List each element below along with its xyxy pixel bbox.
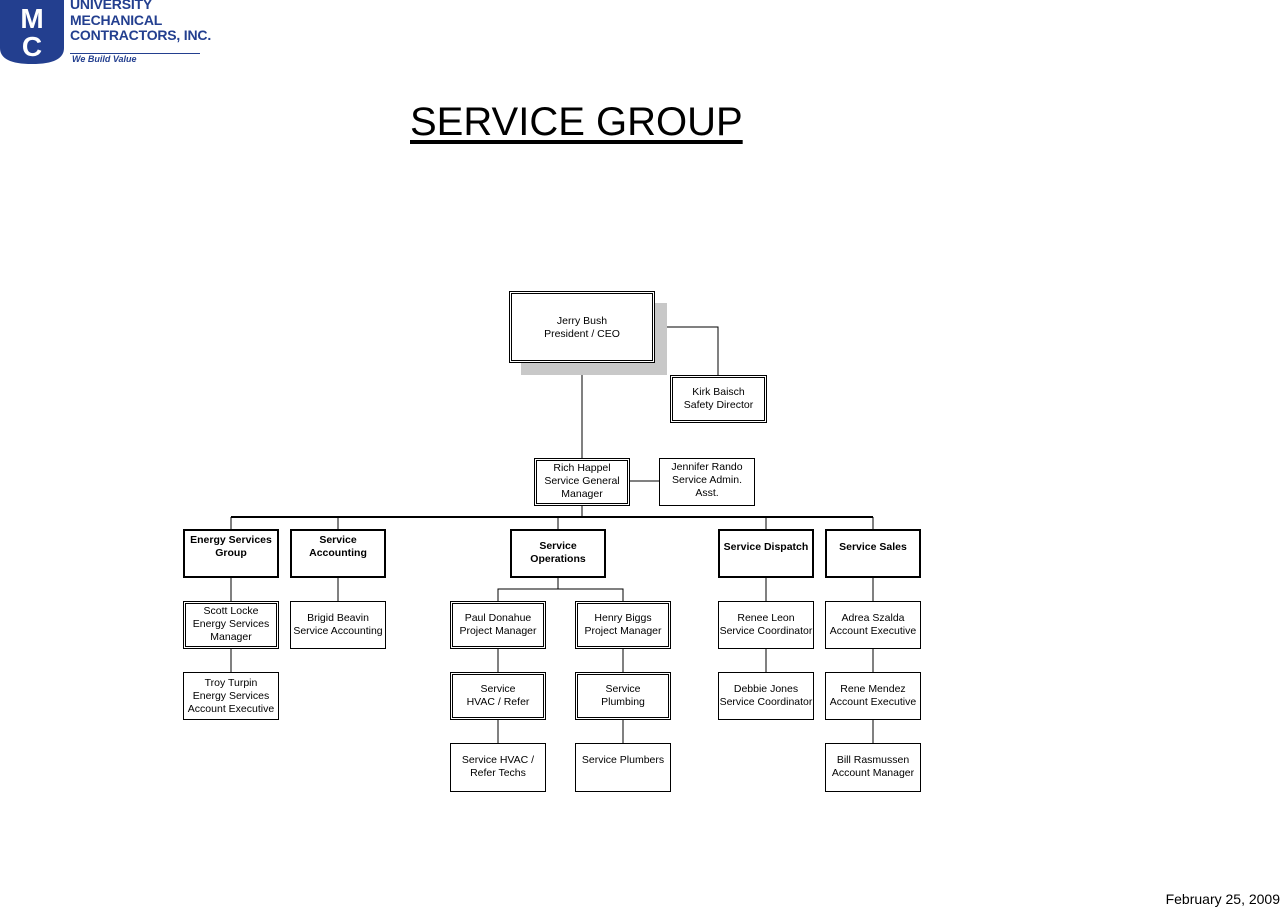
service-operations-label: Service Operations xyxy=(530,540,586,565)
hvac-techs-label: Service HVAC / Refer Techs xyxy=(461,754,535,779)
service-plumbing-label: Service Plumbing xyxy=(601,683,645,708)
company-tagline: We Build Value xyxy=(72,54,137,64)
safety-director-label: Kirk Baisch Safety Director xyxy=(683,386,754,411)
page-title: SERVICE GROUP xyxy=(410,100,743,144)
hvac-techs-box: Service HVAC / Refer Techs xyxy=(450,743,546,792)
energy-account-exec-box: Troy Turpin Energy Services Account Exec… xyxy=(183,672,279,720)
general-manager-box: Rich Happel Service General Manager xyxy=(534,458,630,506)
dispatch-coordinator-label: Debbie Jones Service Coordinator xyxy=(719,683,813,708)
safety-director-box: Kirk Baisch Safety Director xyxy=(670,375,767,423)
accounting-staff-label: Brigid Beavin Service Accounting xyxy=(293,612,383,637)
plumbing-project-manager-box: Henry Biggs Project Manager xyxy=(575,601,671,649)
company-logo: M C xyxy=(0,0,64,64)
logo-monogram-m: M xyxy=(20,3,43,34)
service-hvac-label: Service HVAC / Refer xyxy=(466,683,530,708)
logo-divider xyxy=(70,53,200,54)
sales-account-exec-box: Rene Mendez Account Executive xyxy=(825,672,921,720)
company-name-line: CONTRACTORS, INC. xyxy=(70,27,212,43)
plumbers-box: Service Plumbers xyxy=(575,743,671,792)
energy-account-exec-label: Troy Turpin Energy Services Account Exec… xyxy=(187,677,275,715)
energy-services-group-box: Energy Services Group xyxy=(183,529,279,578)
sales-account-exec-label: Adrea Szalda Account Executive xyxy=(829,612,917,637)
sales-account-manager-box: Bill Rasmussen Account Manager xyxy=(825,743,921,792)
sales-account-exec-box: Adrea Szalda Account Executive xyxy=(825,601,921,649)
service-dispatch-box: Service Dispatch xyxy=(718,529,814,578)
sales-account-exec-label: Rene Mendez Account Executive xyxy=(829,683,917,708)
energy-manager-box: Scott Locke Energy Services Manager xyxy=(183,601,279,649)
service-hvac-box: Service HVAC / Refer xyxy=(450,672,546,720)
energy-services-group-label: Energy Services Group xyxy=(190,534,272,559)
admin-assistant-box: Jennifer Rando Service Admin. Asst. xyxy=(659,458,755,506)
accounting-staff-box: Brigid Beavin Service Accounting xyxy=(290,601,386,649)
ceo-box: Jerry Bush President / CEO xyxy=(509,291,655,363)
document-date: February 25, 2009 xyxy=(1165,891,1280,907)
service-sales-label: Service Sales xyxy=(839,541,907,553)
ceo-label: Jerry Bush President / CEO xyxy=(544,315,620,340)
logo-monogram-c: C xyxy=(22,31,42,62)
plumbing-project-manager-label: Henry Biggs Project Manager xyxy=(584,612,662,637)
company-name-line: MECHANICAL xyxy=(70,11,163,28)
plumbers-label: Service Plumbers xyxy=(581,754,665,766)
dispatch-coordinator-box: Renee Leon Service Coordinator xyxy=(718,601,814,649)
service-sales-box: Service Sales xyxy=(825,529,921,578)
company-name: UNIVERSITY MECHANICAL CONTRACTORS, INC. xyxy=(70,0,211,44)
hvac-project-manager-box: Paul Donahue Project Manager xyxy=(450,601,546,649)
service-operations-box: Service Operations xyxy=(510,529,606,578)
dispatch-coordinator-box: Debbie Jones Service Coordinator xyxy=(718,672,814,720)
company-name-line: UNIVERSITY xyxy=(70,0,153,12)
general-manager-label: Rich Happel Service General Manager xyxy=(544,462,620,500)
sales-account-manager-label: Bill Rasmussen Account Manager xyxy=(831,754,915,779)
service-plumbing-box: Service Plumbing xyxy=(575,672,671,720)
service-accounting-label: Service Accounting xyxy=(309,534,367,559)
admin-assistant-label: Jennifer Rando Service Admin. Asst. xyxy=(671,461,743,499)
service-dispatch-label: Service Dispatch xyxy=(723,541,809,553)
hvac-project-manager-label: Paul Donahue Project Manager xyxy=(459,612,537,637)
dispatch-coordinator-label: Renee Leon Service Coordinator xyxy=(719,612,813,637)
energy-manager-label: Scott Locke Energy Services Manager xyxy=(192,605,270,643)
service-accounting-box: Service Accounting xyxy=(290,529,386,578)
